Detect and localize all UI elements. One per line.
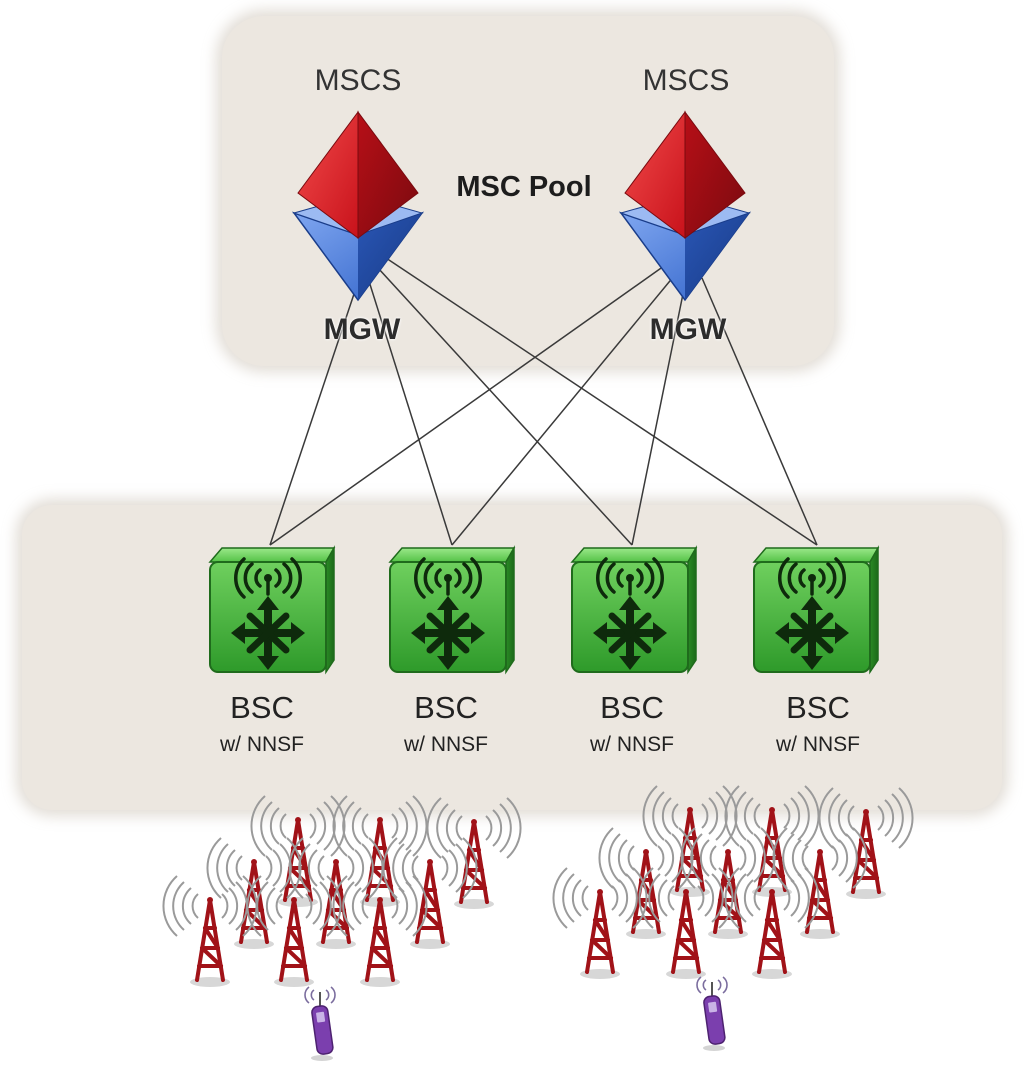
mgw-label-left: MGW	[323, 313, 401, 346]
link-mgw1-bsc2	[367, 277, 453, 546]
link-mgw1-bsc1	[269, 281, 359, 546]
bsc-sublabel: w/ NNSF	[590, 733, 674, 756]
bsc-label: BSC	[786, 690, 850, 725]
mscs-label-left: MSCS	[314, 64, 402, 97]
bsc-router-icon	[210, 548, 334, 672]
bsc-sublabel: w/ NNSF	[404, 733, 488, 756]
bsc-router-icon	[754, 548, 878, 672]
mobile-phone-icon	[304, 986, 336, 1062]
link-mgw2-bsc1	[269, 265, 665, 546]
cell-tower-cluster-right	[551, 784, 915, 981]
msc-pool-title: MSC Pool	[456, 171, 592, 203]
cell-tower-icon	[817, 786, 915, 901]
link-mgw1-bsc3	[377, 267, 633, 546]
bsc-label: BSC	[600, 690, 664, 725]
link-mgw2-bsc4	[701, 277, 818, 546]
mscs-pyramid-icon	[624, 110, 746, 239]
mscs-mgw-node-left	[291, 110, 425, 302]
cell-tower-cluster-left	[161, 794, 523, 989]
bsc-sublabel: w/ NNSF	[776, 733, 860, 756]
bsc-sublabel: w/ NNSF	[220, 733, 304, 756]
mscs-pyramid-icon	[297, 110, 419, 239]
link-mgw2-bsc2	[451, 275, 675, 546]
bsc-router-icon	[390, 548, 514, 672]
link-mgw2-bsc3	[631, 283, 686, 546]
cell-tower-icon	[637, 866, 735, 981]
bsc-label: BSC	[230, 690, 294, 725]
bsc-label: BSC	[414, 690, 478, 725]
bsc-router-icon	[572, 548, 696, 672]
connection-lines	[269, 257, 818, 546]
mobile-phone-icon	[696, 976, 728, 1052]
mgw-label-right: MGW	[649, 313, 727, 346]
link-mgw1-bsc4	[385, 257, 818, 546]
mscs-mgw-node-right	[618, 110, 752, 302]
mscs-label-right: MSCS	[642, 64, 730, 97]
